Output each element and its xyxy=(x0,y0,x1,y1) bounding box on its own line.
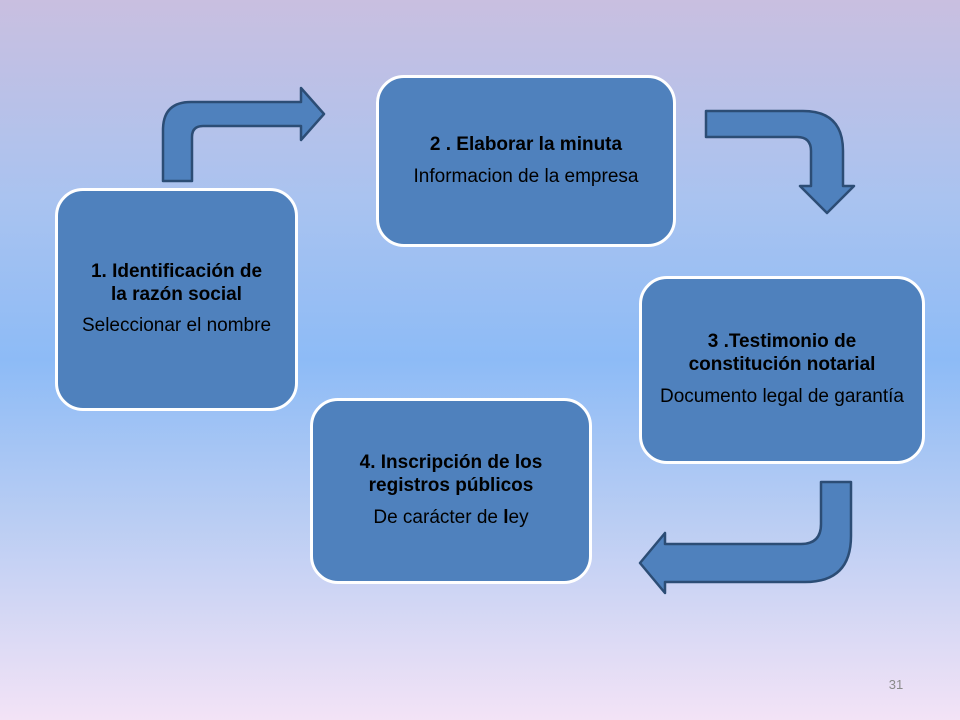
step-1-box: 1. Identificación de la razón social Sel… xyxy=(55,188,298,411)
step-4-title: 4. Inscripción de los registros públicos xyxy=(359,452,543,497)
step-4-description-main: De carácter de xyxy=(373,506,498,528)
step-4-description-rest: ey xyxy=(508,506,529,528)
page-number: 31 xyxy=(888,677,904,692)
step-1-description: Seleccionar el nombre xyxy=(81,315,272,337)
step-2-box: 2 . Elaborar la minuta Informacion de la… xyxy=(376,75,676,247)
step-4-box: 4. Inscripción de los registros públicos… xyxy=(310,398,592,584)
step-1-title: 1. Identificación de la razón social xyxy=(90,260,263,305)
arrow-step1-to-step2 xyxy=(161,86,326,183)
arrow-step3-to-step4 xyxy=(638,480,853,595)
step-4-description-bold-letter: l xyxy=(503,506,509,528)
step-3-title: 3 .Testimonio de constitución notarial xyxy=(688,331,876,376)
step-2-title: 2 . Elaborar la minuta xyxy=(429,133,623,155)
step-3-description: Documento legal de garantía xyxy=(660,385,904,407)
step-2-description: Informacion de la empresa xyxy=(413,165,639,187)
arrow-step2-to-step3 xyxy=(704,109,856,215)
step-4-description: De carácter de ley xyxy=(333,506,568,530)
step-3-box: 3 .Testimonio de constitución notarial D… xyxy=(639,276,925,464)
